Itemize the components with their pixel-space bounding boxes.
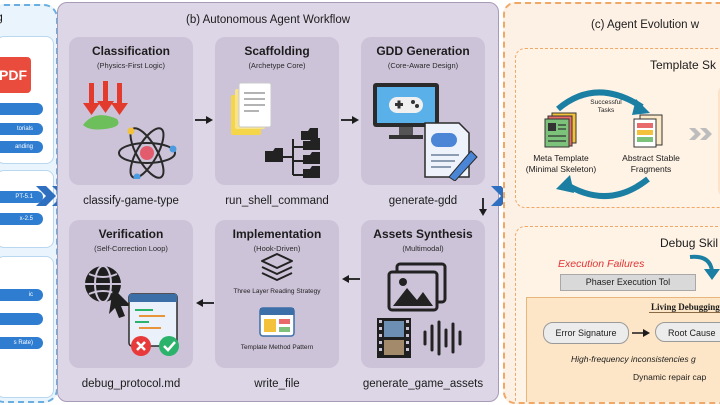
metric-pill-2 [0, 313, 43, 325]
successful-tasks-line: Successful [590, 99, 622, 106]
living-debugging-title: Living Debugging [651, 302, 720, 312]
stage-caption: write_file [254, 378, 300, 390]
evolution-title: (c) Agent Evolution w [591, 19, 700, 31]
meta-template-icon [544, 112, 577, 148]
stage-verification: Verification (Self-Correction Loop) [69, 220, 193, 368]
inconsistency-text: High-frequency inconsistencies g [571, 354, 696, 364]
curved-arrow-down-icon [689, 254, 720, 280]
stage-classification: Classification (Physics-First Logic) [69, 37, 193, 185]
meta-template-label: Meta Template (Minimal Skeleton) [516, 153, 606, 175]
layers-icon [261, 253, 293, 281]
stage-scaffolding: Scaffolding (Archetype Core) [215, 37, 339, 185]
stage-caption: classify-game-type [83, 195, 179, 207]
resource-pill-1 [0, 103, 43, 115]
panel-a-card-bottom: ic s Rate) [0, 256, 54, 398]
stage-assets-synthesis: Assets Synthesis (Multimodal) [361, 220, 485, 368]
metric-pill-1: ic [0, 289, 43, 301]
stage-title: Assets Synthesis [373, 227, 473, 241]
physics-icon [83, 81, 177, 179]
resource-pill-3: anding [0, 141, 43, 153]
template-skill-title: Template Sk [650, 58, 717, 72]
stage-title: GDD Generation [376, 44, 470, 58]
living-debugging-divider [649, 312, 720, 313]
meta-template-label-line: Meta Template [533, 153, 589, 163]
stage-subtitle: (Self-Correction Loop) [94, 244, 168, 253]
phaser-tool-box: Phaser Execution Tol [560, 274, 696, 291]
living-debugging-panel: Living Debugging Error Signature Root Ca… [526, 297, 720, 402]
abstract-fragments-label: Abstract Stable Fragments [620, 153, 682, 175]
flow-arrow-down-icon [479, 198, 487, 216]
flow-arrow-right-icon [341, 116, 359, 124]
resource-pill-2: torials [0, 123, 43, 135]
root-cause-pill: Root Cause [655, 322, 720, 342]
stage-implementation: Implementation (Hook-Driven) Three Layer… [215, 220, 339, 368]
flow-arrow-left-icon [342, 275, 360, 283]
successful-tasks-line: Tasks [597, 107, 615, 114]
abstract-fragments-line: Fragments [630, 164, 672, 174]
flow-arrow-left-icon [196, 299, 214, 307]
stage-subtitle: (Multimodal) [402, 244, 444, 253]
game-design-doc-icon [373, 83, 478, 181]
stage-caption: generate-gdd [388, 195, 458, 207]
template-library-card: D [718, 85, 720, 197]
pdf-label: PDF [0, 67, 27, 83]
stage-title: Scaffolding [244, 44, 310, 58]
abstract-fragments-icon [633, 114, 663, 148]
flow-arrow-right-icon [195, 116, 213, 124]
stage-title: Classification [91, 44, 171, 58]
double-chevron-icon [689, 128, 712, 140]
workflow-title: (b) Autonomous Agent Workflow [186, 14, 351, 26]
implementation-note: Three Layer Reading Strategy [233, 288, 321, 295]
debug-skill-title: Debug Skil [660, 236, 719, 250]
stage-title: Implementation [232, 227, 322, 241]
stage-subtitle: (Physics-First Logic) [97, 61, 165, 70]
stage-caption: run_shell_command [225, 195, 329, 207]
stage-subtitle: (Core-Aware Design) [387, 61, 459, 70]
stage-title: Verification [98, 227, 164, 241]
execution-failures-label: Execution Failures [558, 258, 645, 270]
error-signature-pill: Error Signature [543, 322, 629, 344]
stage-subtitle: (Hook-Driven) [253, 244, 301, 253]
panel-a-card-mid: PT-5.1 x-2.5 [0, 170, 54, 248]
stage-gdd-generation: GDD Generation (Core-Aware Design) [361, 37, 485, 185]
template-cycle-diagram [556, 89, 650, 199]
implementation-note: Template Method Pattern [240, 344, 314, 351]
model-pill-1: PT-5.1 [0, 191, 43, 203]
panel-b-workflow: (b) Autonomous Agent Workflow Classifica… [57, 2, 499, 402]
model-pill-2: x-2.5 [0, 213, 43, 225]
debug-skill-box: Debug Skil Execution Failures Phaser Exe… [515, 226, 720, 402]
stage-subtitle: (Archetype Core) [248, 61, 306, 70]
panel-a-title: ng [0, 12, 3, 24]
stage-caption: generate_game_assets [362, 378, 484, 390]
successful-tasks-label: Successful Tasks [576, 99, 636, 115]
panel-a-card-top: PDF torials anding [0, 36, 54, 164]
meta-template-label-line: (Minimal Skeleton) [525, 164, 597, 174]
abstract-fragments-line: Abstract Stable [622, 153, 680, 163]
template-pattern-icon [259, 307, 295, 337]
repair-text: Dynamic repair cap [633, 372, 707, 382]
pdf-icon: PDF [0, 57, 31, 93]
metric-pill-3: s Rate) [0, 337, 43, 349]
multimodal-assets-icon [377, 262, 462, 358]
stage-caption: debug_protocol.md [81, 378, 181, 390]
template-skill-box: Template Sk Meta Template (Minimal Skele… [515, 48, 720, 208]
folder-tree-icon [231, 82, 320, 178]
flow-arrow-right-icon [632, 329, 650, 337]
panel-c-evolution: (c) Agent Evolution w Template Sk Meta T… [503, 2, 720, 404]
debug-verification-icon [85, 265, 179, 356]
